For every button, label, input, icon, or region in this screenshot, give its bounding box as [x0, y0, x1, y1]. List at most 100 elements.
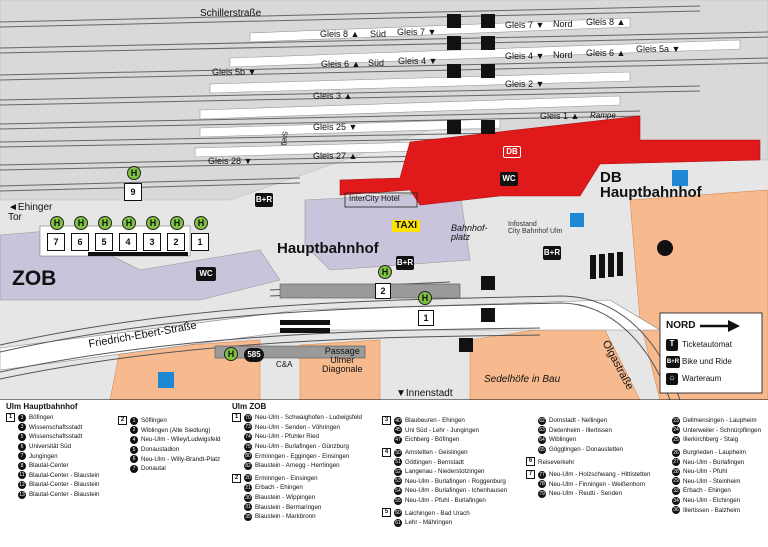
line-number: 23: [672, 416, 680, 425]
street-ehinger: ◄Ehinger Tor: [8, 202, 53, 223]
line-destination: Donaustadion: [141, 446, 180, 454]
line-number: 30: [244, 493, 252, 502]
track-label: Gleis 7 ▼: [505, 20, 545, 30]
line-destination: Neu-Ulm - Burlafingen - Roggenburg: [405, 477, 506, 485]
line-destination: Neu-Ulm - Wiley/Ludwigsfeld: [141, 436, 221, 444]
track-label: Gleis 6 ▲: [321, 59, 361, 69]
line-number: 52: [394, 467, 402, 476]
line-destination: Söflingen: [141, 417, 167, 425]
line-number: 7: [130, 464, 138, 473]
line-number: 62: [538, 416, 546, 425]
db-building: [339, 115, 761, 206]
intercity-label: InterCity Hotel: [349, 194, 400, 203]
line-number: 27: [672, 458, 680, 467]
platform-number: 3: [382, 416, 391, 425]
line-destination: Unterweiler - Schnürpflingen: [683, 426, 762, 434]
track-label: Gleis 3 ▲: [313, 91, 353, 101]
line-destination: Donautal: [141, 465, 166, 473]
line-number: 55: [394, 496, 402, 505]
track-label: Gleis 6 ▲: [586, 48, 626, 58]
line-destination: Blaubeuren - Ehingen: [405, 417, 465, 425]
line-destination: Neu-Ulm - Finningen - Weißenhorn: [549, 480, 646, 488]
line-destination: Blaustein - Wippingen: [255, 494, 316, 502]
line-destination: Blautal-Center - Blaustein: [29, 481, 100, 489]
line-number: 32: [672, 486, 680, 495]
line-number: 45: [394, 426, 402, 435]
post-icon: [657, 240, 673, 256]
line-number: 29: [672, 477, 680, 486]
taxi-sign: TAXI: [392, 220, 421, 232]
platform-number: 7: [526, 469, 535, 479]
line-number: 65: [538, 445, 546, 454]
line-destination: Erminngen - Einsingen: [255, 474, 318, 482]
tram-stop-icon: H: [378, 265, 392, 279]
line-destination: Neu-Ulm - Willy-Brandt-Platz: [141, 455, 221, 463]
line-585-badge: 585: [244, 348, 264, 362]
line-destination: Neu-Ulm - Senden - Vöhringen: [255, 423, 340, 431]
line-destination: Neu-Ulm - Elchingen: [683, 497, 741, 505]
line-destination: Erbach - Ehingen: [683, 487, 731, 495]
track-label: Gleis 25 ▼: [313, 122, 358, 132]
line-number: 61: [394, 518, 402, 527]
track-label: Gleis 4 ▼: [398, 56, 438, 66]
line-number: 26: [672, 448, 680, 457]
line-number: 79: [538, 489, 546, 498]
line-number: 77: [538, 470, 546, 479]
bus-stop-icon: H: [74, 216, 88, 230]
track-label: Gleis 4 ▼: [505, 51, 545, 61]
ca-label: C&A: [276, 360, 293, 369]
line-number: 4: [130, 435, 138, 444]
infostand-label: Infostand City Bahnhof Ulm: [508, 221, 563, 235]
line-destination: Reiseverkehr: [538, 458, 575, 466]
line-destination: Neu-Ulm - Burlafingen - Günzburg: [255, 443, 349, 451]
bus-stop-icon: H: [98, 216, 112, 230]
line-number: 6: [18, 442, 26, 451]
line-number: 3: [18, 413, 26, 422]
line-destination: Neu-Ulm - Burlafingen - Ichenhausen: [405, 487, 508, 495]
line-destination: Amstetten - Geislingen: [405, 449, 468, 457]
wait-icon: ⌂: [666, 373, 678, 385]
line-destination: Wiblingen: [549, 436, 577, 444]
innenstadt-label: ▼Innenstadt: [396, 388, 453, 399]
line-number: 78: [538, 480, 546, 489]
line-number: 1: [130, 416, 138, 425]
key-wait: Warteraum: [682, 374, 722, 383]
line-number: 50: [394, 448, 402, 457]
line-number: 8: [18, 461, 26, 470]
line-number: 47: [394, 435, 402, 444]
platform-number: 1: [6, 413, 15, 422]
intercity-hotel-box: [344, 192, 418, 208]
key-ticket: Ticketautomat: [682, 340, 732, 349]
wc-sign-2: WC: [500, 172, 518, 186]
line-destination: Illerkirchberg - Staig: [683, 436, 739, 444]
line-destination: Neu-Ulm - Holzschwang - Hittistetten: [549, 471, 651, 479]
line-number: 31: [244, 503, 252, 512]
line-destination: Blautal-Center - Blaustein: [29, 491, 100, 499]
line-destination: Böfingen: [29, 414, 54, 422]
line-number: 75: [244, 442, 252, 451]
line-number: 34: [672, 496, 680, 505]
track-dir: Nord: [553, 19, 573, 29]
legend-title: Ulm Hauptbahnhof: [6, 402, 78, 411]
